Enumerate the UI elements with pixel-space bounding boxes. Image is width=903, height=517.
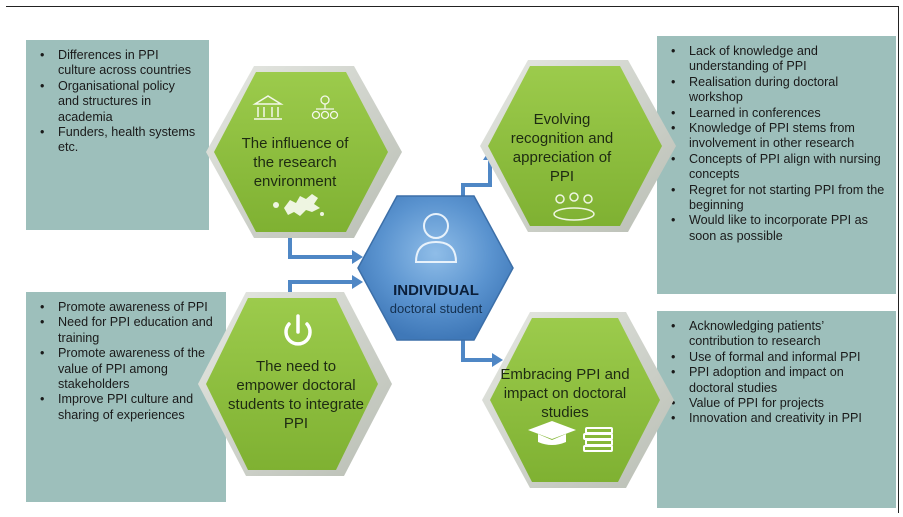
arrow-head: [492, 353, 503, 367]
org-chart-icon: [311, 95, 339, 120]
list-item: Improve PPI culture and sharing of exper…: [40, 392, 216, 423]
arrow-head: [352, 250, 363, 264]
list-item: PPI adoption and impact on doctoral stud…: [671, 365, 886, 396]
hexagon-fill: [488, 66, 662, 226]
arrow-head: [352, 275, 363, 289]
hexagon-center-fill: [357, 195, 514, 341]
center-label: INDIVIDUAL doctoral student: [373, 281, 499, 317]
bank-icon: [252, 95, 284, 120]
hexagon-title-evolving-recognition: Evolving recognition and appreciation of…: [510, 111, 614, 185]
list-item: Funders, health systems etc.: [40, 125, 199, 156]
graduation-cap-icon: [528, 421, 576, 445]
box-empower-students: Promote awareness of PPI Need for PPI ed…: [26, 292, 226, 502]
list-item: Concepts of PPI align with nursing conce…: [671, 152, 886, 183]
list-item: Lack of knowledge and understanding of P…: [671, 44, 886, 75]
hexagon-empower-students: [198, 292, 392, 476]
list-item: Knowledge of PPI stems from involvement …: [671, 121, 886, 152]
hexagon-evolving-recognition: [480, 60, 676, 232]
box-embracing-ppi: Acknowledging patients’ contribution to …: [657, 311, 896, 508]
center-title: INDIVIDUAL: [393, 282, 479, 299]
list-item: Realisation during doctoral workshop: [671, 75, 886, 106]
list-embracing-ppi: Acknowledging patients’ contribution to …: [669, 319, 886, 427]
hexagon-title-research-environment: The influence of the research environmen…: [241, 135, 349, 190]
box-research-environment: Differences in PPI culture across countr…: [26, 40, 209, 230]
figure-frame: [6, 6, 899, 513]
list-item: Use of formal and informal PPI: [671, 350, 886, 366]
hexagon-title-empower-students: The need to empower doctoral students to…: [228, 358, 364, 432]
meeting-table-icon: [553, 192, 595, 221]
list-item: Regret for not starting PPI from the beg…: [671, 183, 886, 214]
list-item: Acknowledging patients’ contribution to …: [671, 319, 886, 350]
person-icon: [414, 213, 458, 263]
hexagon-embracing-ppi: [482, 312, 674, 488]
power-icon: [284, 314, 312, 346]
list-item: Promote awareness of PPI: [40, 300, 216, 316]
list-item: Innovation and creativity in PPI: [671, 411, 886, 427]
list-item: Differences in PPI culture across countr…: [40, 48, 199, 79]
box-evolving-recognition: Lack of knowledge and understanding of P…: [657, 36, 896, 294]
list-item: Learned in conferences: [671, 106, 886, 122]
list-evolving-recognition: Lack of knowledge and understanding of P…: [669, 44, 886, 244]
hexagon-fill: [490, 318, 660, 482]
books-icon: [583, 427, 613, 452]
center-subtitle: doctoral student: [389, 301, 483, 316]
hexagon-title-embracing-ppi: Embracing PPI and impact on doctoral stu…: [500, 366, 630, 421]
list-empower-students: Promote awareness of PPI Need for PPI ed…: [38, 300, 216, 423]
list-item: Value of PPI for projects: [671, 396, 886, 412]
hexagon-fill: [206, 298, 378, 470]
list-item: Need for PPI education and training: [40, 315, 216, 346]
list-item: Organisational policy and structures in …: [40, 79, 199, 125]
list-item: Promote awareness of the value of PPI am…: [40, 346, 216, 392]
hexagon-individual: [357, 195, 514, 341]
europe-map-icon: [273, 194, 324, 216]
list-research-environment: Differences in PPI culture across countr…: [38, 48, 199, 156]
list-item: Would like to incorporate PPI as soon as…: [671, 213, 886, 244]
